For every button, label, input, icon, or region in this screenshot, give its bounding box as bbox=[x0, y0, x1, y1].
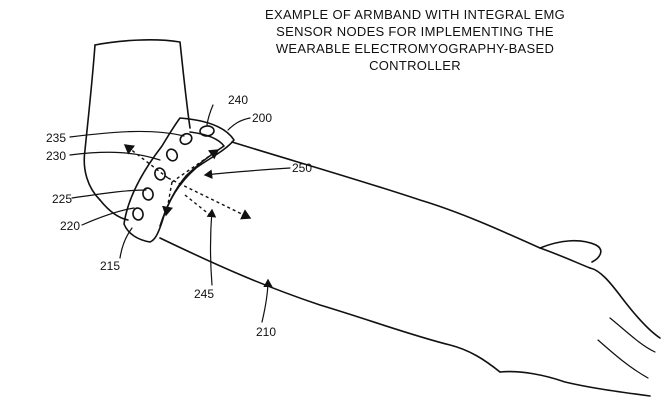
ref-label-215: 215 bbox=[100, 259, 120, 273]
ref-label-210: 210 bbox=[256, 325, 276, 339]
leader-line-210 bbox=[261, 278, 273, 323]
forearm-bottom-outline bbox=[159, 237, 501, 373]
direction-arrow bbox=[184, 194, 211, 216]
sensor-node bbox=[179, 132, 193, 146]
leader-line-230 bbox=[69, 151, 161, 161]
sensor-node bbox=[132, 207, 144, 221]
armband-inner-edge bbox=[159, 131, 225, 227]
finger-crease bbox=[597, 339, 649, 379]
leader-line-235 bbox=[69, 130, 185, 138]
ref-label-250: 250 bbox=[292, 161, 312, 175]
upper-arm-back-outline bbox=[83, 44, 101, 201]
sensor-node bbox=[165, 148, 179, 162]
armband-outer-edge bbox=[123, 117, 235, 243]
leader-line-250 bbox=[203, 167, 291, 179]
ref-label-200: 200 bbox=[252, 111, 272, 125]
ref-label-225: 225 bbox=[52, 192, 72, 206]
direction-arrow bbox=[167, 177, 252, 220]
hand-fingers bbox=[499, 370, 651, 397]
ref-label-245: 245 bbox=[194, 287, 214, 301]
ref-label-235: 235 bbox=[46, 131, 66, 145]
direction-arrow bbox=[123, 144, 169, 179]
leader-line-245 bbox=[206, 208, 217, 286]
forearm-top-outline bbox=[231, 141, 591, 269]
figure-title-line-3: WEARABLE ELECTROMYOGRAPHY-BASED bbox=[275, 41, 555, 56]
leader-line-200 bbox=[227, 117, 251, 131]
leader-line-215 bbox=[119, 227, 133, 259]
leader-line-220 bbox=[81, 207, 135, 226]
leader-line-225 bbox=[71, 189, 147, 199]
knuckle-line bbox=[609, 317, 656, 353]
figure-title-line-2: SENSOR NODES FOR IMPLEMENTING THE bbox=[276, 24, 554, 39]
sensor-node bbox=[199, 125, 215, 137]
ref-label-220: 220 bbox=[60, 219, 80, 233]
ref-label-240: 240 bbox=[228, 93, 248, 107]
thumb-outline bbox=[539, 239, 602, 263]
leader-line-240 bbox=[206, 104, 214, 126]
ref-label-230: 230 bbox=[46, 149, 66, 163]
upper-arm-outline bbox=[94, 39, 191, 129]
hand-outline bbox=[589, 267, 661, 339]
sensor-node bbox=[142, 187, 154, 201]
sensor-node bbox=[154, 167, 166, 181]
figure-title-line-4: CONTROLLER bbox=[369, 58, 461, 73]
figure-title-line-1: EXAMPLE OF ARMBAND WITH INTEGRAL EMG bbox=[265, 7, 565, 22]
